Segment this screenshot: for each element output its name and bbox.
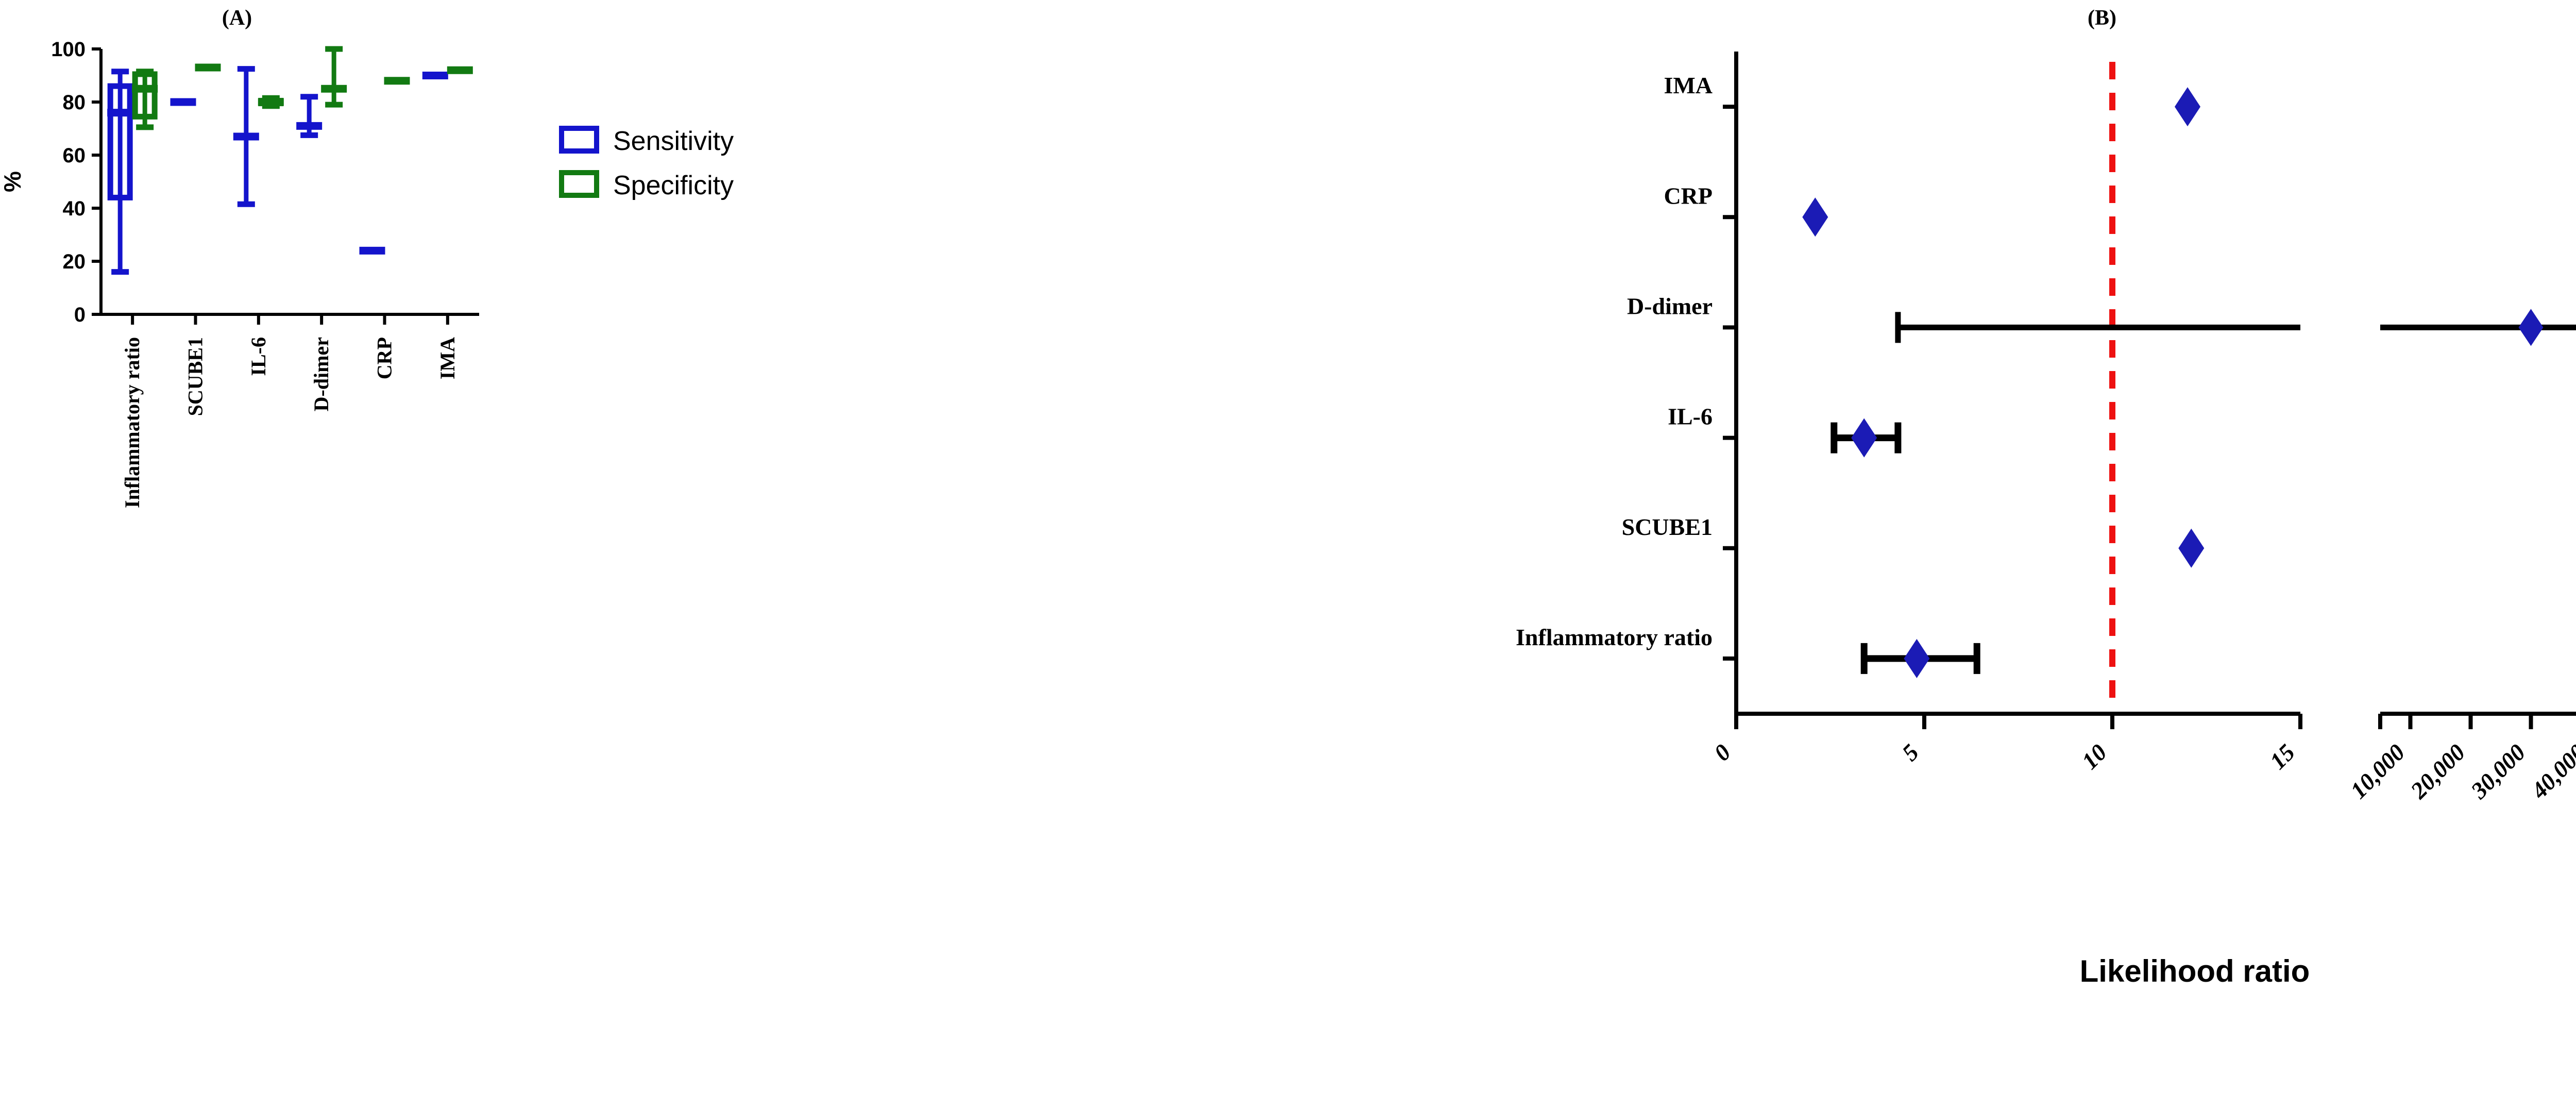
panel-a-boxplot [107, 69, 133, 275]
panel-a-boxplot [321, 46, 347, 108]
estimate-marker [1851, 418, 1877, 458]
panel-b-x-tick-label: 20,000 [2405, 739, 2470, 804]
panel-b-x-tick-label: 0 [1709, 739, 1736, 766]
forest-row [2178, 528, 2205, 568]
panel-a-y-tick-label: 80 [63, 91, 86, 114]
panel-b-x-tick-label: 30,000 [2465, 739, 2530, 804]
panel-b-y-tick-label: Inflammatory ratio [1516, 624, 1713, 650]
estimate-marker [2175, 87, 2200, 127]
estimate-marker [2518, 309, 2544, 346]
panel-a-y-tick-label: 60 [63, 144, 86, 167]
panel-b-x-tick-label: 10,000 [2345, 739, 2410, 804]
panel-a-title: (A) [222, 6, 252, 30]
legend-swatch [559, 170, 599, 198]
panel-a-boxplot [296, 94, 323, 138]
panel-b-y-tick-label: IMA [1664, 72, 1713, 98]
panel-b-y-tick-label: SCUBE1 [1622, 514, 1713, 540]
box-iqr [132, 71, 158, 120]
forest-row [2175, 87, 2200, 127]
panel-a-x-tick-label: D-dimer [310, 337, 333, 411]
box-iqr [107, 83, 133, 200]
panel-a-boxplot [233, 66, 259, 207]
panel-a-boxplot [258, 95, 284, 109]
panel-b-x-tick-label: 15 [2264, 739, 2300, 775]
panel-a-y-tick-label: 20 [63, 250, 86, 273]
legend-swatch [559, 126, 599, 154]
panel-b-x-tick-label: 10 [2076, 739, 2112, 775]
estimate-marker [1904, 638, 1930, 678]
panel-b-x-axis-label: Likelihood ratio [2080, 954, 2310, 988]
panel-a-y-tick-label: 40 [63, 197, 86, 220]
estimate-marker [1802, 197, 1828, 237]
panel-a-chart: (A) 0 20 40 60 80 100% Inflammatory ratio SCUBE1… [0, 6, 734, 508]
legend-label: Specificity [613, 171, 734, 200]
forest-row [1860, 638, 1980, 678]
panel-b-y-tick-label: D-dimer [1627, 293, 1713, 319]
legend-label: Sensitivity [613, 126, 734, 156]
forest-row [1895, 309, 2576, 346]
panel-a-x-tick-label: IL-6 [247, 337, 270, 376]
panel-a-x-tick-label: CRP [373, 337, 396, 379]
panel-a-x-tick-label: Inflammatory ratio [121, 337, 144, 508]
forest-row [1831, 418, 1902, 458]
panel-a-x-tick-label: IMA [436, 337, 459, 379]
estimate-marker [2178, 528, 2205, 568]
panel-b-x-tick-label: 40,000 [2526, 739, 2576, 804]
panel-b-title: (B) [2088, 6, 2116, 30]
panel-a-boxplot [132, 69, 158, 130]
panel-a-x-tick-label: SCUBE1 [184, 337, 207, 416]
panel-b-y-tick-label: IL-6 [1668, 404, 1713, 430]
panel-a-y-axis-label: % [0, 171, 26, 192]
panel-a-y-tick-label: 100 [51, 38, 86, 61]
panel-b-x-tick-label: 5 [1897, 739, 1924, 766]
panel-b-y-tick-label: CRP [1664, 182, 1713, 209]
forest-row [1802, 197, 1828, 237]
panel-a-y-tick-label: 0 [74, 304, 86, 326]
